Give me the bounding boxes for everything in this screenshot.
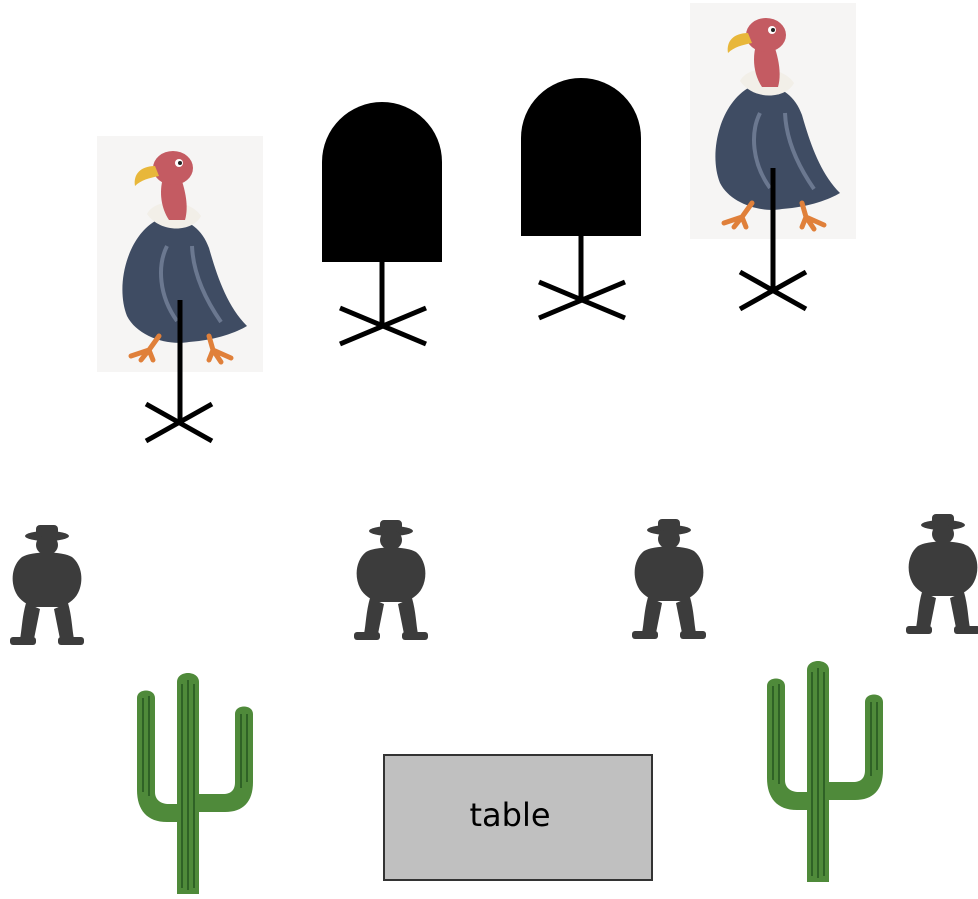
silhouette-icon [322,102,442,262]
vulture-1[interactable] [97,136,263,441]
cowboy-3[interactable] [632,519,706,639]
cactus-1 [137,673,253,894]
cowboy-4[interactable] [906,514,978,634]
vulture-2[interactable] [322,102,442,344]
vulture-3[interactable] [521,78,641,318]
silhouette-icon [521,78,641,236]
vulture-4[interactable] [690,3,856,309]
cowboy-2[interactable] [354,520,428,640]
table-label: table [469,796,550,834]
table[interactable]: table [384,755,652,880]
cactus-2 [767,661,883,882]
cowboy-1[interactable] [10,525,84,645]
